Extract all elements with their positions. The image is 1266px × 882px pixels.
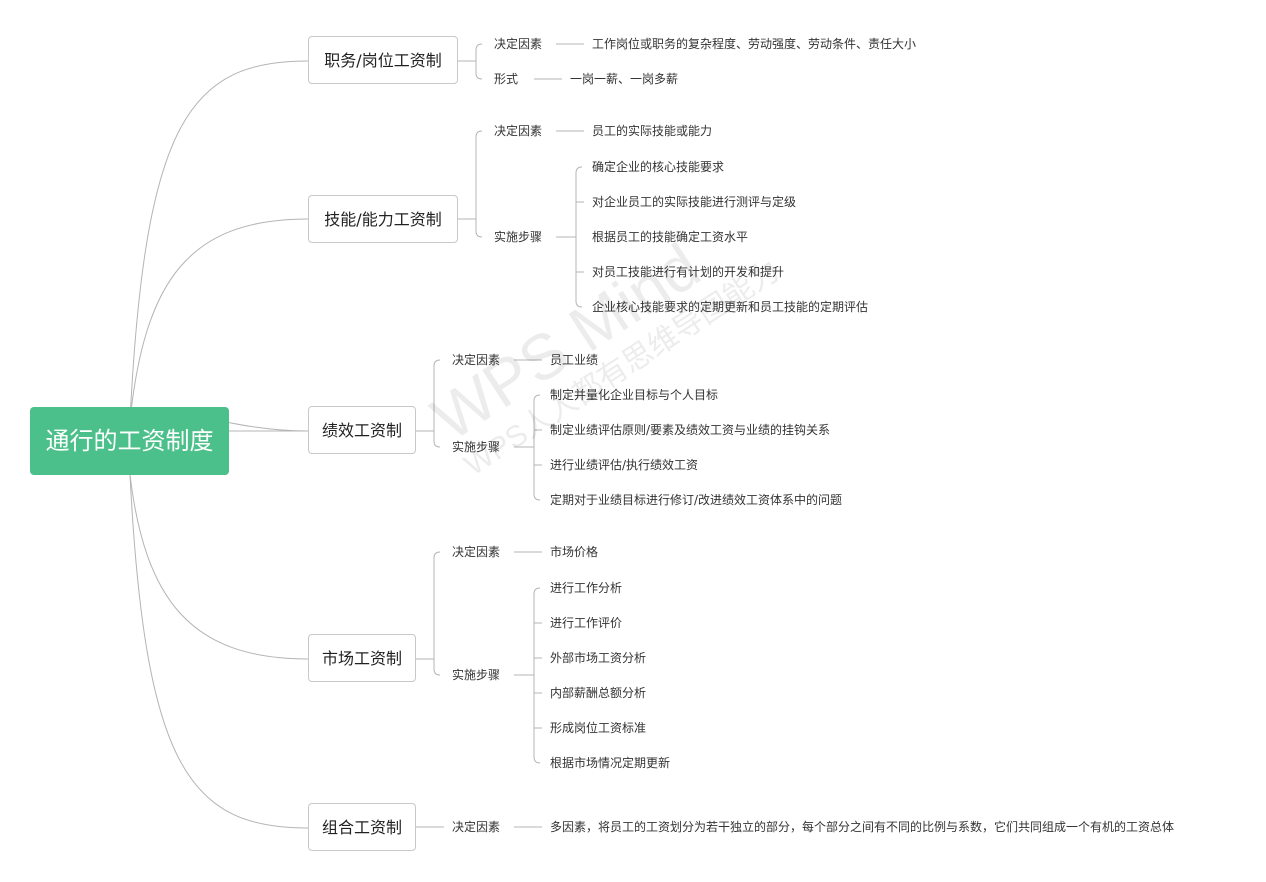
branch-node-combined-salary[interactable]: 组合工资制 [308, 803, 416, 851]
subtopic-label[interactable]: 实施步骤 [494, 230, 543, 244]
root-branch-connector [129, 60, 309, 421]
subtopic-label[interactable]: 决定因素 [452, 353, 501, 367]
branch-bracket [433, 551, 441, 676]
branch-bracket [475, 130, 483, 238]
leaf-topic[interactable]: 进行工作分析 [550, 581, 623, 595]
subtopic-label[interactable]: 决定因素 [494, 37, 543, 51]
branch-node-market-salary[interactable]: 市场工资制 [308, 634, 416, 682]
leaf-topic[interactable]: 进行业绩评估/执行绩效工资 [550, 458, 699, 472]
root-branch-connector [129, 218, 309, 421]
leaf-topic[interactable]: 员工业绩 [550, 353, 599, 367]
leaf-topic[interactable]: 对员工技能进行有计划的开发和提升 [592, 265, 785, 279]
branch-bracket [475, 43, 483, 80]
leaf-topic[interactable]: 员工的实际技能或能力 [592, 124, 713, 138]
leaf-topic[interactable]: 市场价格 [550, 545, 599, 559]
leaf-topic[interactable]: 形成岗位工资标准 [550, 721, 647, 735]
root-node[interactable]: 通行的工资制度 [30, 407, 229, 475]
sub-bracket [575, 166, 583, 308]
leaf-topic[interactable]: 工作岗位或职务的复杂程度、劳动强度、劳动条件、责任大小 [592, 37, 917, 51]
leaf-topic[interactable]: 企业核心技能要求的定期更新和员工技能的定期评估 [592, 300, 869, 314]
subtopic-label[interactable]: 形式 [494, 72, 519, 86]
leaf-topic[interactable]: 确定企业的核心技能要求 [592, 160, 725, 174]
branch-node-skill-salary[interactable]: 技能/能力工资制 [308, 195, 458, 243]
subtopic-label[interactable]: 决定因素 [452, 820, 501, 834]
leaf-topic[interactable]: 根据员工的技能确定工资水平 [592, 230, 749, 244]
leaf-topic[interactable]: 对企业员工的实际技能进行测评与定级 [592, 195, 797, 209]
leaf-topic[interactable]: 制定并量化企业目标与个人目标 [550, 388, 719, 402]
branch-node-performance-salary[interactable]: 绩效工资制 [308, 406, 416, 454]
subtopic-label[interactable]: 实施步骤 [452, 668, 501, 682]
leaf-topic[interactable]: 定期对于业绩目标进行修订/改进绩效工资体系中的问题 [550, 493, 843, 507]
leaf-topic[interactable]: 根据市场情况定期更新 [550, 756, 671, 770]
subtopic-label[interactable]: 决定因素 [452, 545, 501, 559]
subtopic-label[interactable]: 实施步骤 [452, 440, 501, 454]
sub-bracket [533, 587, 541, 764]
leaf-topic[interactable]: 多因素，将员工的工资划分为若干独立的部分，每个部分之间有不同的比例与系数，它们共… [550, 820, 1175, 834]
leaf-topic[interactable]: 制定业绩评估原则/要素及绩效工资与业绩的挂钩关系 [550, 423, 831, 437]
leaf-topic[interactable]: 一岗一薪、一岗多薪 [570, 72, 679, 86]
sub-bracket [533, 394, 541, 501]
leaf-topic[interactable]: 外部市场工资分析 [550, 651, 647, 665]
leaf-topic[interactable]: 进行工作评价 [550, 616, 623, 630]
branch-node-job-salary[interactable]: 职务/岗位工资制 [308, 36, 458, 84]
root-branch-connector [129, 474, 309, 660]
branch-bracket [433, 359, 441, 448]
subtopic-label[interactable]: 决定因素 [494, 124, 543, 138]
root-branch-connector [129, 474, 309, 829]
leaf-topic[interactable]: 内部薪酬总额分析 [550, 686, 647, 700]
